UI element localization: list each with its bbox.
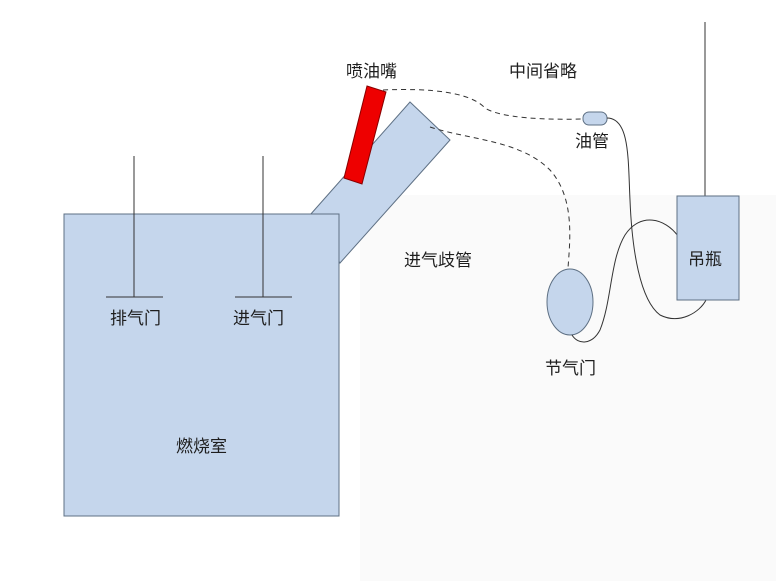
intake-valve-label: 进气门 xyxy=(233,309,284,329)
fuel-pipe-label: 油管 xyxy=(575,132,609,152)
hanging-bottle-box xyxy=(676,195,740,301)
intake-manifold-label: 进气歧管 xyxy=(404,251,472,271)
fuel-line-dashed xyxy=(382,89,583,120)
throttle-label: 节气门 xyxy=(545,359,596,379)
throttle-to-bottle-line xyxy=(571,219,679,343)
fuel-nozzle-shape xyxy=(343,85,387,185)
omitted-label: 中间省略 xyxy=(509,62,577,82)
hanging-bottle-label: 吊瓶 xyxy=(688,250,722,270)
combustion-chamber-label: 燃烧室 xyxy=(176,437,227,457)
nozzle-label: 喷油嘴 xyxy=(346,62,397,82)
fuel-pipe-line xyxy=(606,117,707,320)
throttle-line-dashed xyxy=(429,126,571,269)
exhaust-valve-label: 排气门 xyxy=(110,309,161,329)
throttle-ellipse xyxy=(546,268,594,336)
fuel-pipe-connector xyxy=(582,111,608,126)
combustion-chamber-box xyxy=(63,213,340,517)
